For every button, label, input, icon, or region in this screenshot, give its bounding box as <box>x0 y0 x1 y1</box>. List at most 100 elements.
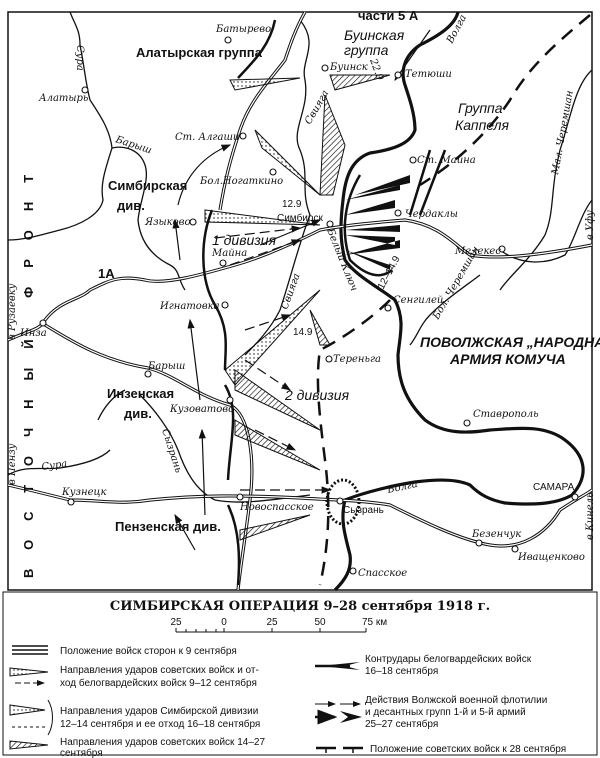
label-buinsk-group-2: группа <box>344 42 389 58</box>
place-batyrevo: Батырево <box>215 24 271 35</box>
river-ufa-branch <box>499 199 593 263</box>
direction-ruzaevka: в Рузаевку <box>7 283 18 340</box>
legend-symbol-soviet-attacks-9-12 <box>9 667 49 686</box>
place-tetyushi: Тетюши <box>405 69 452 80</box>
place-ivashchenkovo: Иващенково <box>517 552 585 563</box>
legend-item-6b: и десантных групп 1-й и 5-й армий <box>365 707 526 718</box>
label-penza-div: Пензенская див. <box>115 519 221 534</box>
place-cherdakly: Чердаклы <box>405 209 458 220</box>
front-line-sept-28 <box>316 14 591 586</box>
river-bol-cheremshan <box>409 274 481 346</box>
scale-bar: 25 0 25 50 75 км <box>170 617 387 633</box>
label-kappel-group-2: Каппеля <box>455 117 510 133</box>
scale-tick: 0 <box>221 617 227 628</box>
place-kuznetsk: Кузнецк <box>61 487 106 498</box>
legend-item-4b: сентября <box>60 747 103 758</box>
legend-symbol-counterattacks <box>315 662 360 670</box>
legend-symbol-soviet-attacks-14-27 <box>9 740 49 750</box>
place-simbirsk: Симбирск <box>277 212 323 224</box>
date-12-14-9: 12–14.9 <box>376 254 403 291</box>
place-stavropol: Ставрополь <box>473 409 539 420</box>
legend-frame <box>2 591 598 756</box>
date-14-9: 14.9 <box>293 327 313 338</box>
river-label-volga-south: Волга <box>385 479 418 496</box>
label-alatyr-group: Алатырская группа <box>136 45 263 60</box>
legend-item-7: Положение советских войск к 28 сентября <box>370 743 566 755</box>
legend-symbol-volga-flotilla <box>315 701 362 725</box>
label-simbirsk-div-1: Симбирская <box>108 178 187 193</box>
label-komuch-1: ПОВОЛЖСКАЯ „НАРОДНАЯ" <box>420 334 600 350</box>
legend-item-3b: 12–14 сентября и ее отход 16–18 сентября <box>60 718 260 730</box>
eastern-front-label: ВОСТОЧНЫЙ ФРОНТ <box>21 156 36 578</box>
direction-penza: в Пензу <box>7 443 18 485</box>
river-volga <box>333 11 585 592</box>
place-samara: САМАРА <box>533 482 575 493</box>
direction-ufa: в Уфу <box>585 210 596 240</box>
place-barysh: Барыш <box>147 361 185 372</box>
river-barysh <box>111 146 186 291</box>
place-syzran: Сызрань <box>343 505 384 516</box>
river-sviyaga <box>244 19 311 356</box>
place-kuzovatovo: Кузоватово <box>169 404 234 415</box>
river-label-sviyaga-south: Свияга <box>279 272 302 311</box>
attack-arrows <box>172 29 431 551</box>
town-markers <box>39 36 579 575</box>
place-ignatovka: Игнатовка <box>159 301 220 312</box>
legend-item-4a: Направления ударов советских войск 14–27 <box>60 737 265 748</box>
scale-tick: 75 км <box>362 617 387 628</box>
river-syzran <box>139 394 311 503</box>
legend-item-2a: Направления ударов советских войск и от- <box>60 665 259 676</box>
legend-item-5b: 16–18 сентября <box>365 665 438 677</box>
scale-tick: 25 <box>170 617 182 628</box>
legend-item-2b: ход белогвардейских войск 9–12 сентября <box>60 677 257 689</box>
place-alatyr: Алатырь <box>38 93 88 104</box>
legend-symbol-soviet-sept-28 <box>316 746 363 753</box>
place-nogatkino: Бол.Ногаткино <box>199 176 283 187</box>
river-label-barysh: Барыш <box>113 134 153 156</box>
river-label-syzran: Сызрань <box>159 428 184 475</box>
legend-item-5a: Контрудары белогвардейских войск <box>365 653 532 665</box>
legend-item-1: Положение войск сторон к 9 сентября <box>60 645 237 657</box>
place-algashi: Ст. Алгаши <box>175 132 239 143</box>
direction-kinel: в Кинель <box>585 493 596 541</box>
place-buinsk: Буинск <box>329 62 368 73</box>
place-maina: Майна <box>211 248 247 259</box>
label-army1: 1А <box>98 266 115 281</box>
label-komuch-2: АРМИЯ КОМУЧА <box>449 351 566 367</box>
label-div2: 2 дивизия <box>284 387 350 403</box>
river-sura-south <box>7 389 126 476</box>
river-label-sura-south: Сура <box>41 458 68 472</box>
label-buinsk-group-1: Буинская <box>344 27 405 43</box>
place-novospasskoe: Новоспасское <box>239 502 314 513</box>
place-melekess: Мелекес <box>454 246 501 257</box>
syzran-fortification <box>325 478 361 526</box>
map-area: ВОСТОЧНЫЙ ФРОНТ Алатырская группа части … <box>7 8 600 592</box>
date-12-9: 12.9 <box>282 199 302 210</box>
label-div1: 1 дивизия <box>212 232 277 248</box>
label-army5: части 5 А <box>358 8 419 23</box>
label-kappel-group-1: Группа <box>458 100 503 116</box>
place-yazykovo: Языково <box>144 217 191 228</box>
map-frame <box>7 11 593 591</box>
legend-symbol-simbirsk-div <box>9 699 53 736</box>
legend-item-3a: Направления ударов Симбирской дивизии <box>60 705 258 717</box>
label-inza-div-2: див. <box>124 406 152 421</box>
river-label-volga-north: Волга <box>444 13 469 46</box>
place-terenga: Тереньга <box>333 354 381 365</box>
label-inza-div-1: Инзенская <box>107 386 174 401</box>
place-sengiley: Сенгилей <box>393 295 443 306</box>
legend-item-6c: 25–27 сентября <box>365 718 438 730</box>
legend-item-6a: Действия Волжской военной флотилии <box>365 694 547 706</box>
label-simbirsk-div-2: див. <box>117 198 145 213</box>
scale-tick: 25 <box>266 617 278 628</box>
scale-tick: 50 <box>314 617 326 628</box>
place-inza: Инза <box>19 328 47 339</box>
place-st-maina: Ст. Майна <box>417 155 476 166</box>
legend-symbol-positions-sept-9 <box>12 645 48 655</box>
map-title: СИМБИРСКАЯ ОПЕРАЦИЯ 9–28 сентября 1918 г… <box>110 599 490 614</box>
legend: СИМБИРСКАЯ ОПЕРАЦИЯ 9–28 сентября 1918 г… <box>9 599 566 758</box>
river-label-mal-cheremshan: Мал. Черемшан <box>550 90 576 177</box>
river-label-sura-north: Сура <box>74 45 85 71</box>
front-lines-sept-9 <box>202 19 447 586</box>
